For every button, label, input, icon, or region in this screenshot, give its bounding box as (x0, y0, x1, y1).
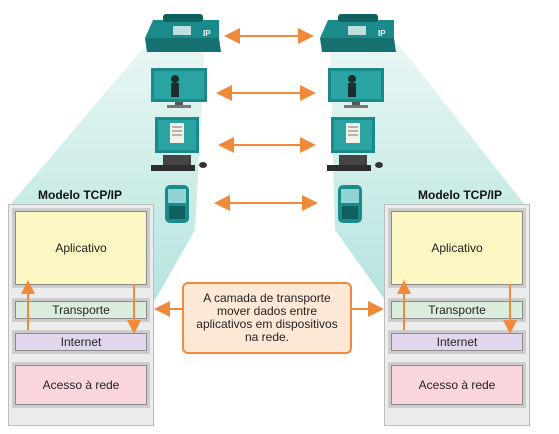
callout-line: mover dados entre (216, 304, 318, 318)
right-layer-application: Aplicativo (388, 208, 526, 288)
right-layer-network-access: Acesso à rede (388, 362, 526, 408)
callout-line: na rede. (244, 330, 290, 344)
callout-line: aplicativos em dispositivos (196, 317, 338, 331)
smartphone-icon (165, 185, 189, 223)
smartphone-icon (338, 185, 362, 223)
left-layer-network-access: Acesso à rede (12, 362, 150, 408)
left-layer-transport: Transporte (12, 298, 150, 322)
video-monitor-icon (151, 68, 207, 108)
video-monitor-icon (328, 68, 384, 108)
left-layer-application: Aplicativo (12, 208, 150, 288)
desktop-computer-icon (151, 117, 207, 171)
right-layer-transport: Transporte (388, 298, 526, 322)
svg-text:IP: IP (378, 29, 386, 38)
left-layer-internet: Internet (12, 330, 150, 354)
ip-phone-icon: IP (145, 14, 221, 52)
right-model-title: Modelo TCP/IP (418, 188, 502, 202)
left-model-title: Modelo TCP/IP (38, 188, 122, 202)
ip-phone-icon: IP (320, 14, 396, 52)
svg-text:IP: IP (203, 29, 211, 38)
desktop-computer-icon (327, 117, 383, 171)
right-layer-internet: Internet (388, 330, 526, 354)
callout-line: A camada de transporte (203, 291, 331, 305)
transport-callout: A camada de transporte mover dados entre… (182, 282, 352, 354)
